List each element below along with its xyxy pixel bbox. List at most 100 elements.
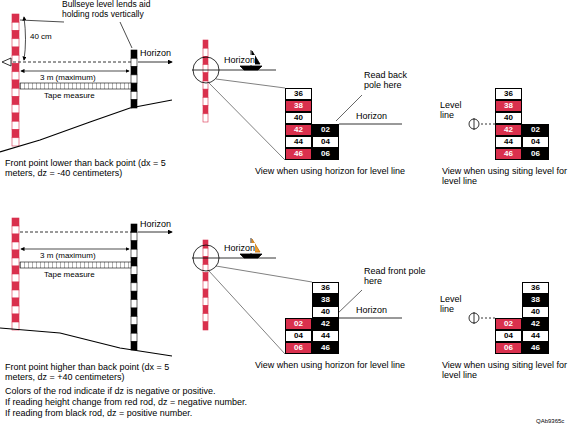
rod-segment	[203, 297, 208, 305]
rod-segment	[131, 258, 137, 266]
drawing-part	[209, 83, 285, 160]
rod-segment	[12, 39, 19, 47]
rod-segment	[131, 291, 137, 299]
rod-cell: 40	[312, 306, 339, 318]
rod-cell: 44	[522, 330, 549, 342]
rod-segment	[12, 121, 19, 129]
drawing-part	[339, 318, 402, 319]
text-label: Bullseye level lends aid holding rods ve…	[62, 0, 162, 20]
text-label: Horizon	[224, 243, 255, 253]
rod-cell: 02	[285, 318, 312, 330]
text-label: Tape measure	[44, 91, 95, 100]
rod-segment	[131, 300, 137, 308]
rod-cell: 46	[522, 342, 549, 354]
drawing-part	[474, 312, 475, 324]
drawing-part	[469, 313, 479, 323]
rod-cell: 46	[495, 148, 522, 160]
rod-segment	[131, 316, 137, 324]
rod-segment	[131, 249, 137, 257]
rod-segment	[203, 73, 208, 81]
text-label: If reading from black rod, dz = positive…	[5, 408, 192, 418]
drawing-part	[474, 118, 475, 130]
rod-segment	[131, 333, 137, 341]
drawing-part	[12, 62, 131, 63]
drawing-part	[216, 266, 312, 282]
drawing-part	[209, 271, 285, 354]
rod-segment	[203, 240, 208, 248]
rod-segment	[131, 75, 137, 83]
drawing-part	[20, 20, 64, 22]
scene-top	[0, 17, 172, 152]
rod-segment	[203, 314, 208, 322]
rod-cell: 02	[312, 124, 339, 136]
rod-segment	[203, 281, 208, 289]
text-label: Tape measure	[44, 270, 95, 279]
rod-cell: 42	[522, 318, 549, 330]
rod-segment	[203, 97, 208, 105]
rod-segment	[203, 40, 208, 48]
rod-segment	[12, 282, 19, 290]
rod-segment	[12, 226, 19, 234]
drawing-part	[21, 249, 129, 250]
rod-segment	[12, 298, 19, 306]
drawing-part	[192, 70, 276, 71]
rod-cell: 36	[495, 88, 522, 100]
rod-segment	[12, 88, 19, 96]
rod-segment	[203, 322, 208, 330]
scene-bottom	[0, 232, 172, 356]
text-label: If reading height change from red rod, d…	[5, 397, 247, 407]
text-label: Front point higher than back point (dx =…	[5, 362, 175, 383]
rod-segment	[131, 266, 137, 274]
drawing-part	[21, 71, 129, 72]
rod-segment	[203, 89, 208, 97]
rod-segment	[12, 242, 19, 250]
horizon-view-bottom	[192, 238, 402, 354]
rod-segment	[131, 274, 137, 282]
rod-segment	[203, 273, 208, 281]
rod-cell: 36	[312, 282, 339, 294]
rod-segment	[12, 290, 19, 298]
rod-segment	[203, 48, 208, 56]
rod-segment	[12, 113, 19, 121]
rod-cell: 44	[495, 136, 522, 148]
drawing-part	[193, 57, 219, 83]
text-label: Colors of the rod indicate if dz is nega…	[5, 386, 216, 396]
rod-segment	[203, 56, 208, 64]
rod-segment	[203, 256, 208, 264]
drawing-part	[20, 83, 131, 89]
drawing-part	[20, 232, 131, 233]
rod-cell: 36	[522, 282, 549, 294]
text-label: View when using horizon for level line	[255, 360, 445, 370]
rod-segment	[203, 114, 208, 122]
rod-segment	[131, 232, 137, 240]
rod-cell: 06	[285, 342, 312, 354]
rod-cell: 38	[522, 294, 549, 306]
rod-cell: 04	[522, 136, 549, 148]
text-label: 3 m (maximum)	[40, 251, 96, 260]
rod-segment	[203, 248, 208, 256]
rod-segment	[12, 14, 19, 22]
drawing-part	[481, 318, 495, 319]
drawing-part	[20, 262, 131, 268]
rod-cell: 42	[285, 124, 312, 136]
rod-segment	[12, 105, 19, 113]
rod-segment	[12, 138, 19, 146]
rod-segment	[203, 289, 208, 297]
rod-segment	[12, 250, 19, 258]
rod-cell: 46	[285, 148, 312, 160]
rod-segment	[12, 314, 19, 322]
rod-segment	[12, 130, 19, 138]
rod-segment	[131, 325, 137, 333]
rod-cell: 38	[495, 100, 522, 112]
text-label: 40 cm	[30, 32, 52, 41]
rod-cell: 44	[312, 330, 339, 342]
level-view-top	[469, 118, 495, 130]
rod-segment	[203, 265, 208, 273]
horizon-view-top	[192, 50, 402, 160]
rod-segment	[131, 283, 137, 291]
rod-segment	[131, 83, 137, 91]
text-label: Read front pole here	[364, 266, 426, 287]
rod-segment	[12, 47, 19, 55]
rod-cell: 42	[495, 124, 522, 136]
rod-segment	[203, 81, 208, 89]
